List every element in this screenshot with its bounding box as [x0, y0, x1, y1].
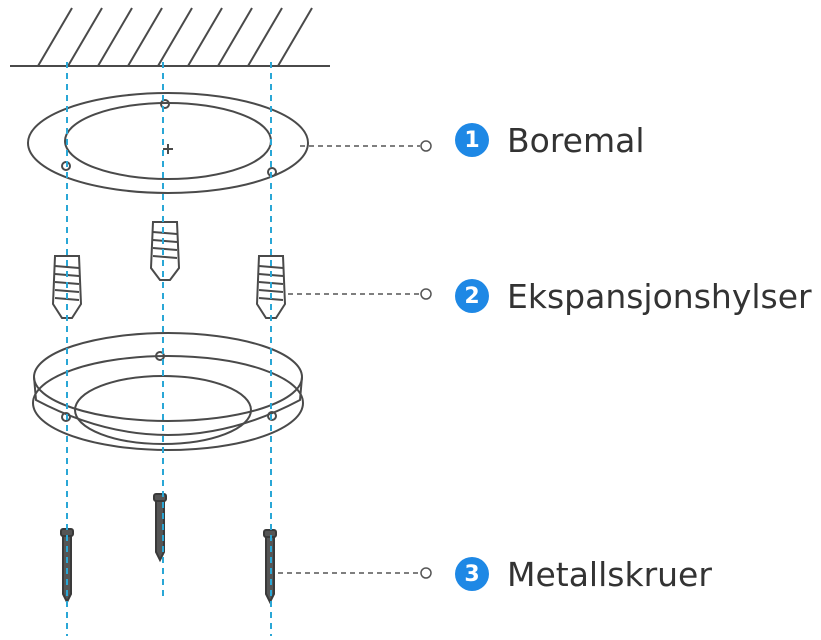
step-label: Boremal	[507, 120, 645, 160]
alignment-guides	[66, 62, 272, 636]
expansion-anchors	[51, 221, 287, 319]
callout-metal-screws: 3 Metallskruer	[455, 554, 712, 594]
anchor-center	[149, 221, 181, 281]
screw-center	[153, 493, 167, 563]
callout-expansion-anchors: 2 Ekspansjonshylser	[455, 276, 812, 316]
step-number-badge: 3	[455, 557, 489, 591]
drill-template	[27, 92, 309, 194]
leader-lines	[278, 140, 432, 579]
callout-drill-template: 1 Boremal	[455, 120, 645, 160]
ceiling	[10, 7, 330, 67]
step-label: Metallskruer	[507, 554, 712, 594]
base-plate	[32, 332, 304, 451]
step-label: Ekspansjonshylser	[507, 276, 812, 316]
metal-screws	[60, 493, 277, 605]
step-number-badge: 2	[455, 279, 489, 313]
step-number-badge: 1	[455, 123, 489, 157]
